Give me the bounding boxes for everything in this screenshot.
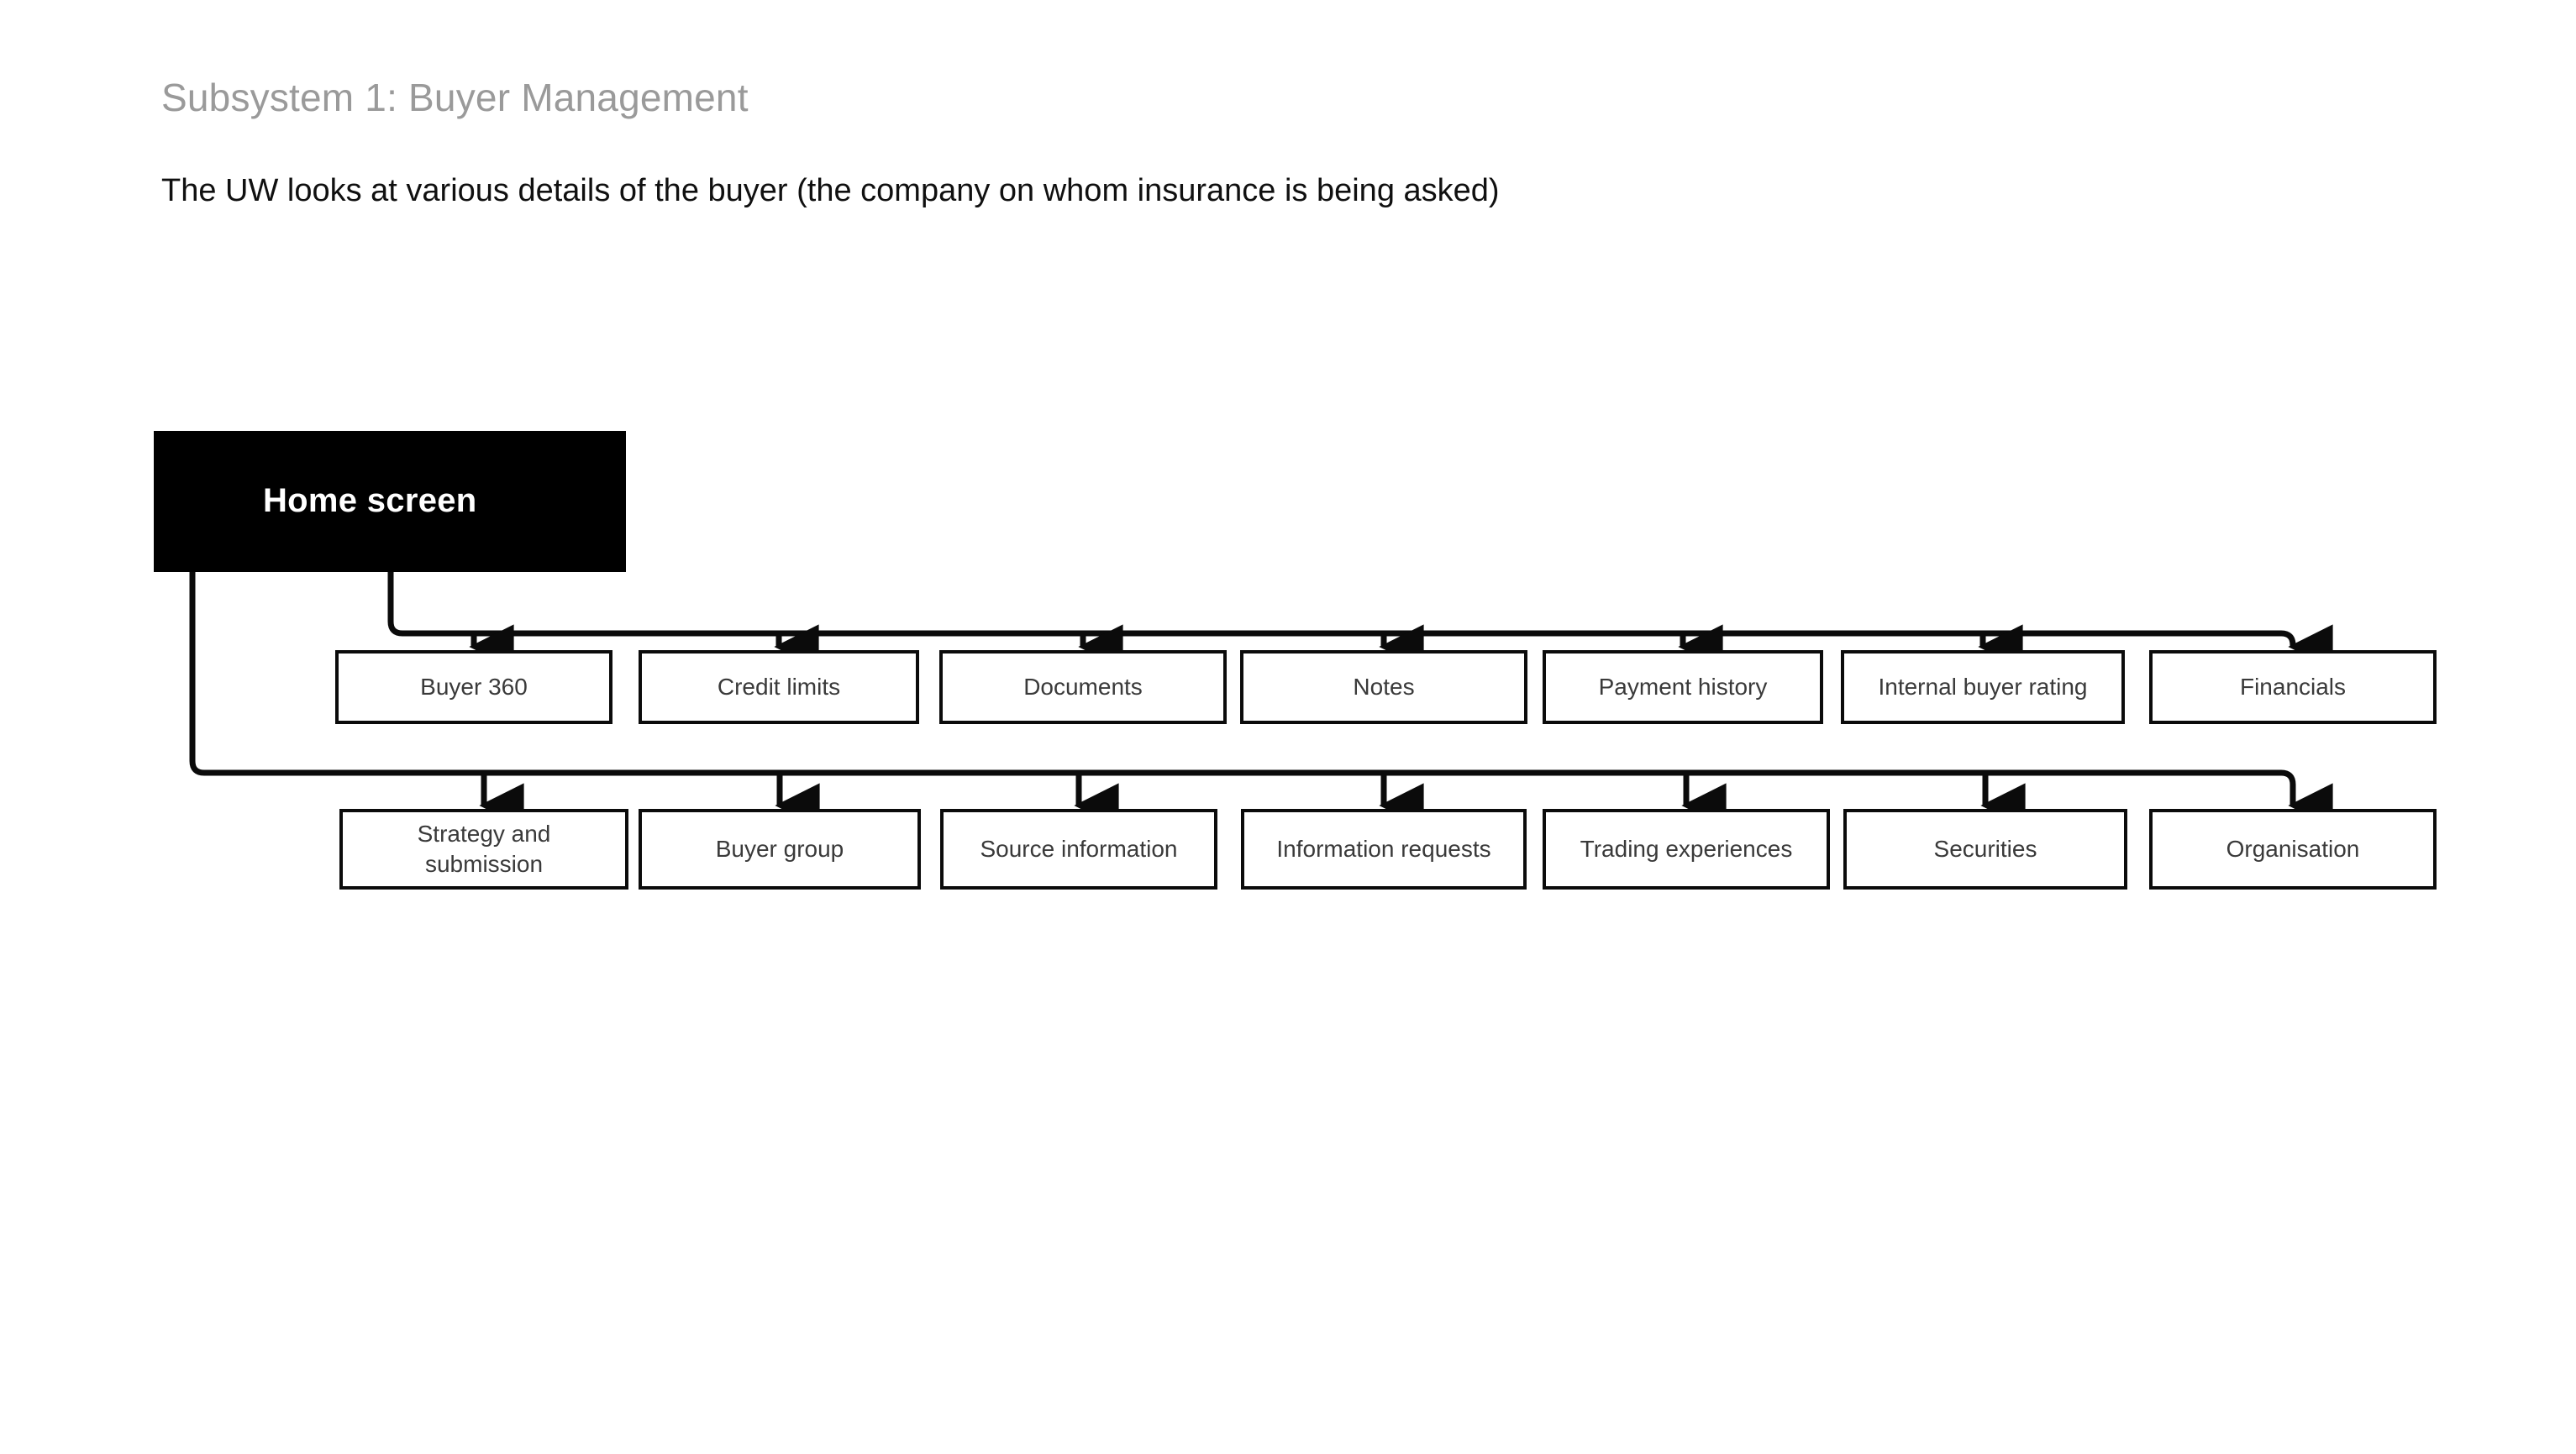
- node-label: Payment history: [1598, 674, 1768, 701]
- node-label: Trading experiences: [1580, 836, 1793, 863]
- node-label: Buyer 360: [420, 674, 528, 701]
- node-label: Source information: [980, 836, 1178, 863]
- node-row-1-5[interactable]: Payment history: [1543, 650, 1823, 724]
- node-label: Notes: [1353, 674, 1415, 701]
- node-row-2-1[interactable]: Strategy and submission: [339, 809, 628, 890]
- node-label: Home screen: [263, 482, 477, 520]
- node-label: Buyer group: [715, 836, 844, 863]
- node-row-2-3[interactable]: Source information: [940, 809, 1217, 890]
- node-label: Financials: [2239, 674, 2347, 701]
- node-row-1-3[interactable]: Documents: [939, 650, 1227, 724]
- node-label: Documents: [1023, 674, 1143, 701]
- node-label: Strategy and submission: [417, 821, 551, 877]
- node-row-2-6[interactable]: Securities: [1843, 809, 2127, 890]
- node-home-screen[interactable]: Home screen: [154, 431, 626, 572]
- node-row-1-4[interactable]: Notes: [1240, 650, 1527, 724]
- node-label: Organisation: [2226, 836, 2360, 863]
- node-row-2-7[interactable]: Organisation: [2149, 809, 2437, 890]
- node-row-1-6[interactable]: Internal buyer rating: [1841, 650, 2125, 724]
- node-row-2-5[interactable]: Trading experiences: [1543, 809, 1830, 890]
- page-title: Subsystem 1: Buyer Management: [161, 76, 749, 119]
- node-row-1-1[interactable]: Buyer 360: [335, 650, 612, 724]
- node-row-2-2[interactable]: Buyer group: [639, 809, 921, 890]
- node-row-1-2[interactable]: Credit limits: [639, 650, 919, 724]
- page-subtitle: The UW looks at various details of the b…: [161, 173, 1500, 208]
- node-row-2-4[interactable]: Information requests: [1241, 809, 1527, 890]
- node-label: Securities: [1933, 836, 2037, 863]
- node-label: Internal buyer rating: [1878, 674, 2088, 701]
- node-row-1-7[interactable]: Financials: [2149, 650, 2437, 724]
- node-label: Credit limits: [717, 674, 841, 701]
- node-label: Information requests: [1276, 836, 1491, 863]
